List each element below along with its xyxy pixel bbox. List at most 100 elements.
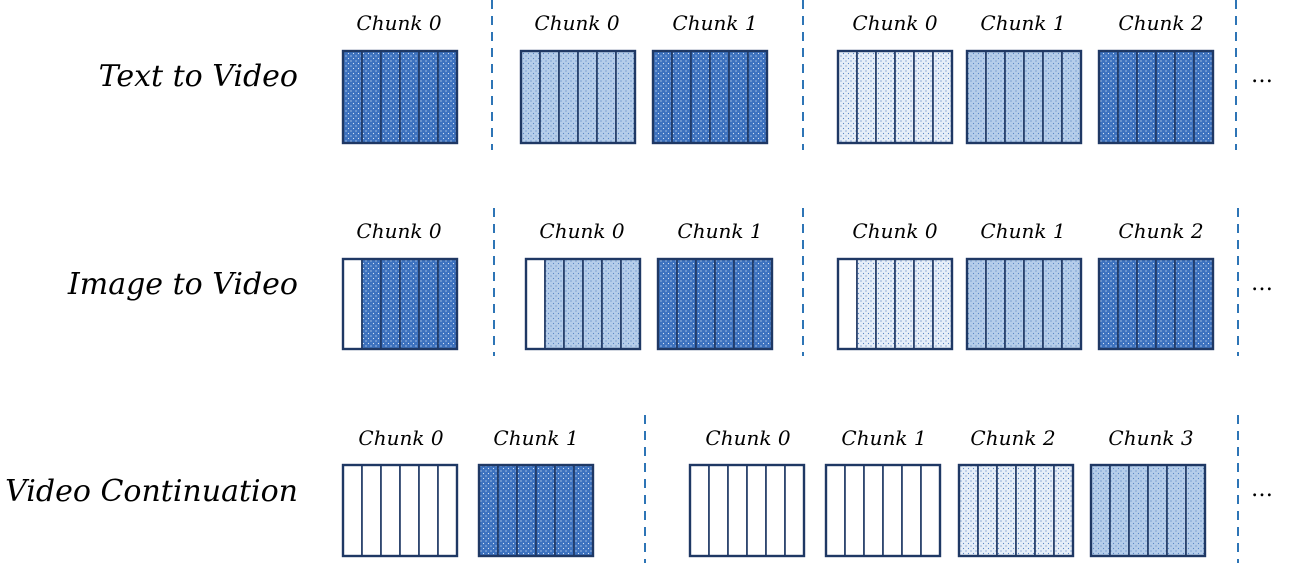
frame-cell [418,258,439,350]
frame-cell [520,50,541,144]
frame-cell [1053,464,1074,557]
frame-cell [856,258,877,350]
frame-cell [582,258,603,350]
chunk-box [341,49,459,145]
group-dividers [491,0,1239,563]
chunk-outline [957,463,1075,558]
frame-cell [714,258,735,350]
frame-cell [689,464,710,557]
chunk-boxes [341,49,1215,558]
frame-cell [977,464,998,557]
frame-cell [437,50,458,144]
chunk-outline [836,257,954,351]
frame-cell [615,50,636,144]
frame-cell [1109,464,1130,557]
frame-cell [894,50,915,144]
frame-cell [342,464,363,557]
chunk-outline [1089,463,1207,558]
frame-cell [361,258,382,350]
frame-cell [784,464,805,557]
chunk-outline [836,49,954,145]
frame-cell [620,258,641,350]
frame-cell [657,258,678,350]
frame-cell [1174,50,1195,144]
frame-cell [863,464,884,557]
frame-cell [497,464,518,557]
frame-cell [765,464,786,557]
frame-cell [558,50,579,144]
frame-cell [1023,258,1044,350]
chunk-box [524,257,642,351]
frame-cell [544,258,565,350]
chunk-label: Chunk 0 [705,426,790,450]
chunk-label: Chunk 0 [852,11,937,35]
chunk-outline [965,49,1083,145]
frame-cell [573,464,594,557]
frame-cell [1136,50,1157,144]
frame-cell [1193,50,1214,144]
frame-cell [380,258,401,350]
frame-cell [985,258,1006,350]
chunk-box [656,257,774,351]
frame-cell [837,258,858,350]
frame-cell [996,464,1017,557]
ellipsis: … [1251,271,1273,296]
frame-cell [1155,258,1176,350]
chunk-label: Chunk 0 [358,426,443,450]
chunk-label: Chunk 0 [534,11,619,35]
frame-cell [1090,464,1111,557]
chunk-outline [1097,49,1215,145]
frame-cell [875,258,896,350]
chunk-label: Chunk 1 [677,219,762,243]
chunk-box [965,257,1083,351]
chunk-box [836,257,954,351]
chunk-label: Chunk 2 [1118,11,1203,35]
frame-cell [554,464,575,557]
chunk-label: Chunk 0 [356,11,441,35]
ellipsis: … [1251,63,1273,88]
frame-cell [752,258,773,350]
frame-cell [727,464,748,557]
frame-cell [882,464,903,557]
frame-cell [966,258,987,350]
frame-cell [577,50,598,144]
chunk-outline [524,257,642,351]
frame-cell [728,50,749,144]
frame-cell [399,464,420,557]
frame-cell [437,258,458,350]
frame-cell [1015,464,1036,557]
frame-cell [399,50,420,144]
frame-cell [1098,50,1119,144]
chunk-box [651,49,769,145]
frame-cell [966,50,987,144]
chunk-outline [1097,257,1215,351]
frame-cell [1128,464,1149,557]
row-label-image-to-video: Image to Video [67,267,298,302]
frame-cell [690,50,711,144]
frame-cell [958,464,979,557]
chunk-label: Chunk 1 [493,426,578,450]
chunk-outline [341,49,459,145]
chunk-label: Chunk 2 [1118,219,1203,243]
frame-cell [652,50,673,144]
frame-cell [671,50,692,144]
frame-cell [1098,258,1119,350]
chunk-outline [477,463,595,558]
frame-cell [399,258,420,350]
chunk-outline [651,49,769,145]
frame-cell [1166,464,1187,557]
frame-cell [875,50,896,144]
frame-cell [535,464,556,557]
frame-cell [361,50,382,144]
frame-cell [1174,258,1195,350]
chunk-label: Chunk 1 [672,11,757,35]
chunk-label: Chunk 1 [980,219,1065,243]
chunk-label: Chunk 0 [356,219,441,243]
frame-cell [1193,258,1214,350]
frame-cell [746,464,767,557]
frame-cell [563,258,584,350]
frame-cell [1004,258,1025,350]
frame-cell [1117,258,1138,350]
row-label-text-to-video: Text to Video [99,59,298,94]
chunk-label: Chunk 1 [841,426,926,450]
